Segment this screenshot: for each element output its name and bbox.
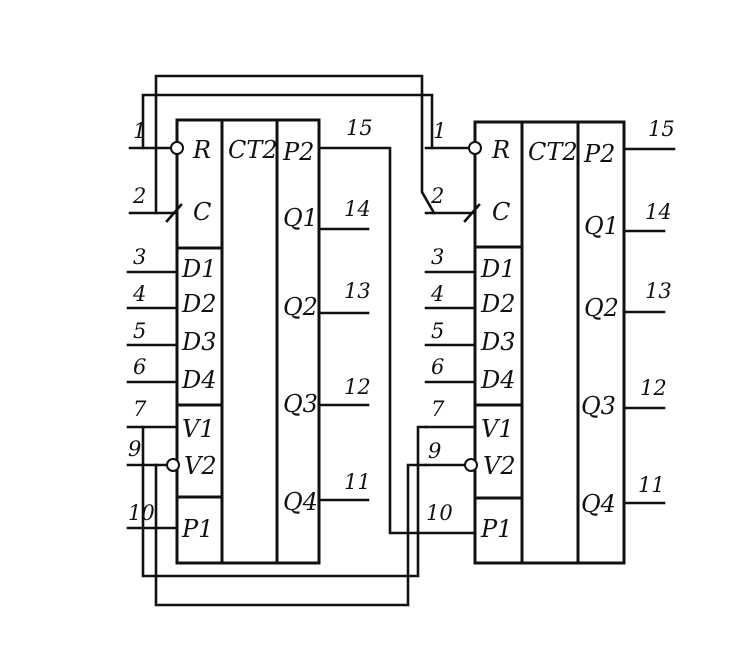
chip-right: CT2 R C D1 D2 D3 D4 V1 V2 P1 P2 Q1 Q2 Q3… [424,117,676,565]
chip-left-pin-12-number: 12 [344,375,371,399]
chip-left-pin-3-number: 3 [133,245,146,269]
chip-right-label-p2: P2 [583,140,615,168]
chip-left-pin-14-number: 14 [344,197,371,221]
chip-right-pin-13-number: 13 [645,279,672,303]
chip-left-block-label: CT2 [228,136,278,164]
chip-right-clock-edge-mark [463,203,481,223]
chip-left-pin-6-number: 6 [133,355,146,379]
chip-left-label-q4: Q4 [283,488,318,516]
enable-v2-bus-wire [154,463,428,607]
carry-p2-to-p1-wire [317,146,477,535]
chip-left-pin-11-number: 11 [344,470,371,494]
reset-bus-wire [141,93,434,150]
chip-left-label-d2: D2 [181,290,217,318]
chip-left-pin-7-number: 7 [133,397,147,421]
chip-right-label-q4: Q4 [581,490,616,518]
chip-right-label-d2: D2 [480,290,516,318]
chip-left-label-r: R [192,136,211,164]
chip-right-label-r: R [491,136,510,164]
chip-right-pin-1-number: 1 [433,119,446,143]
chip-left-pin-4-number: 4 [132,282,146,306]
chip-right-outline [473,120,626,565]
chip-left-label-p2: P2 [282,138,314,166]
chip-right-pin-3-number: 3 [431,245,444,269]
chip-right-label-d1: D1 [480,255,516,283]
chip-right-label-q1: Q1 [584,212,619,240]
chip-right-pin-11-number: 11 [638,473,665,497]
chip-left-label-c: C [193,198,211,226]
chip-left-inverter-bubble-v2 [166,458,180,472]
chip-left-inverter-bubble-r [170,141,184,155]
chip-right-pin-4-number: 4 [430,282,444,306]
chip-left-clock-edge-mark [165,203,183,223]
chip-right-inverter-bubble-r [468,141,482,155]
chip-left-label-d1: D1 [181,255,217,283]
chip-right-pin-15-number: 15 [648,117,675,141]
chip-right-pin-14-number: 14 [645,200,672,224]
chip-left-label-d3: D3 [181,328,217,356]
chip-right-block-label: CT2 [528,138,578,166]
chip-left-label-p1: P1 [181,515,213,543]
chip-left-pin-1-number: 1 [133,119,146,143]
chip-left-label-q3: Q3 [283,390,318,418]
chip-left: CT2 R C D1 D2 D3 D4 V1 V2 P1 P2 Q1 Q2 Q3… [126,116,373,565]
chip-left-label-q1: Q1 [283,204,318,232]
clock-bus-wire [154,74,436,215]
chip-left-pin-2-number: 2 [132,184,146,208]
chip-right-label-v1: V1 [481,415,514,443]
chip-left-pin-9-number: 9 [128,437,141,461]
chip-right-label-q2: Q2 [584,294,619,322]
chip-right-pin-12-number: 12 [640,376,667,400]
chip-left-pin-5-number: 5 [133,319,146,343]
chip-right-pin-2-number: 2 [430,184,444,208]
chip-right-label-v2: V2 [483,452,516,480]
chip-right-pin-9-number: 9 [428,439,441,463]
enable-v1-bus-wire [141,425,428,578]
chip-right-label-c: C [492,198,510,226]
chip-left-pin-13-number: 13 [344,279,371,303]
chip-right-label-p1: P1 [480,515,512,543]
chip-left-outline [175,118,321,565]
chip-right-pin-10-number: 10 [426,501,453,525]
chip-right-label-d4: D4 [480,366,516,394]
chip-left-label-d4: D4 [181,366,217,394]
chip-left-pin-10-number: 10 [128,501,155,525]
chip-right-label-q3: Q3 [581,392,616,420]
chip-right-pin-6-number: 6 [431,355,444,379]
chip-right-pin-7-number: 7 [431,397,445,421]
chip-left-label-v2: V2 [184,452,217,480]
chip-right-inverter-bubble-v2 [464,458,478,472]
chip-left-pin-15-number: 15 [346,116,373,140]
chip-right-pin-5-number: 5 [431,319,444,343]
chip-left-label-v1: V1 [182,415,215,443]
chip-right-label-d3: D3 [480,328,516,356]
chip-left-label-q2: Q2 [283,293,318,321]
